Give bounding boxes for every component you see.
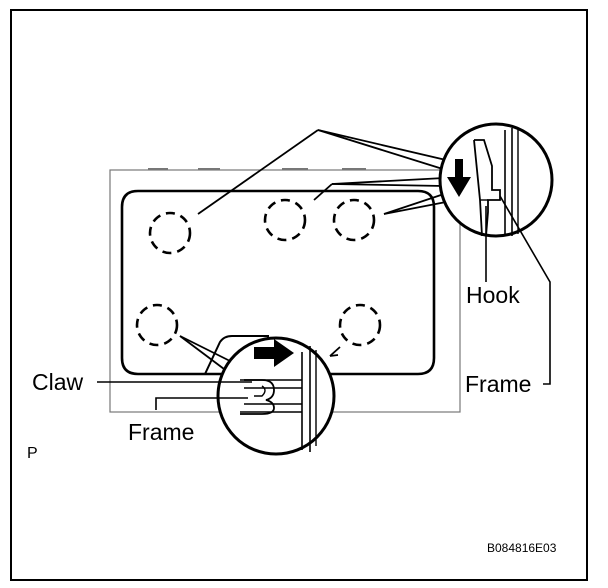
upper-label-leaders — [485, 195, 551, 385]
panel-notch — [204, 335, 269, 375]
hook-detail-magnifier — [438, 122, 554, 238]
callout-lines-upper — [197, 129, 447, 215]
frame-label-right: Frame — [465, 371, 531, 397]
lower-label-leaders — [97, 381, 252, 410]
callout-lines-lower — [179, 335, 341, 373]
clip-location-circle — [332, 198, 376, 242]
corner-letter: P — [27, 445, 38, 462]
clip-location-circle — [135, 303, 179, 347]
arrow-down-icon — [447, 159, 471, 197]
clip-location-circle — [338, 303, 382, 347]
figure-code: B084816E03 — [487, 541, 557, 555]
clip-location-circle — [148, 211, 192, 255]
claw-label: Claw — [32, 369, 84, 395]
clip-location-circle — [263, 198, 307, 242]
claw-detail-magnifier — [216, 336, 336, 456]
arrow-right-icon — [254, 339, 294, 367]
hook-label: Hook — [466, 282, 520, 308]
frame-label-bottom: Frame — [128, 419, 194, 445]
figure-border — [10, 9, 588, 581]
